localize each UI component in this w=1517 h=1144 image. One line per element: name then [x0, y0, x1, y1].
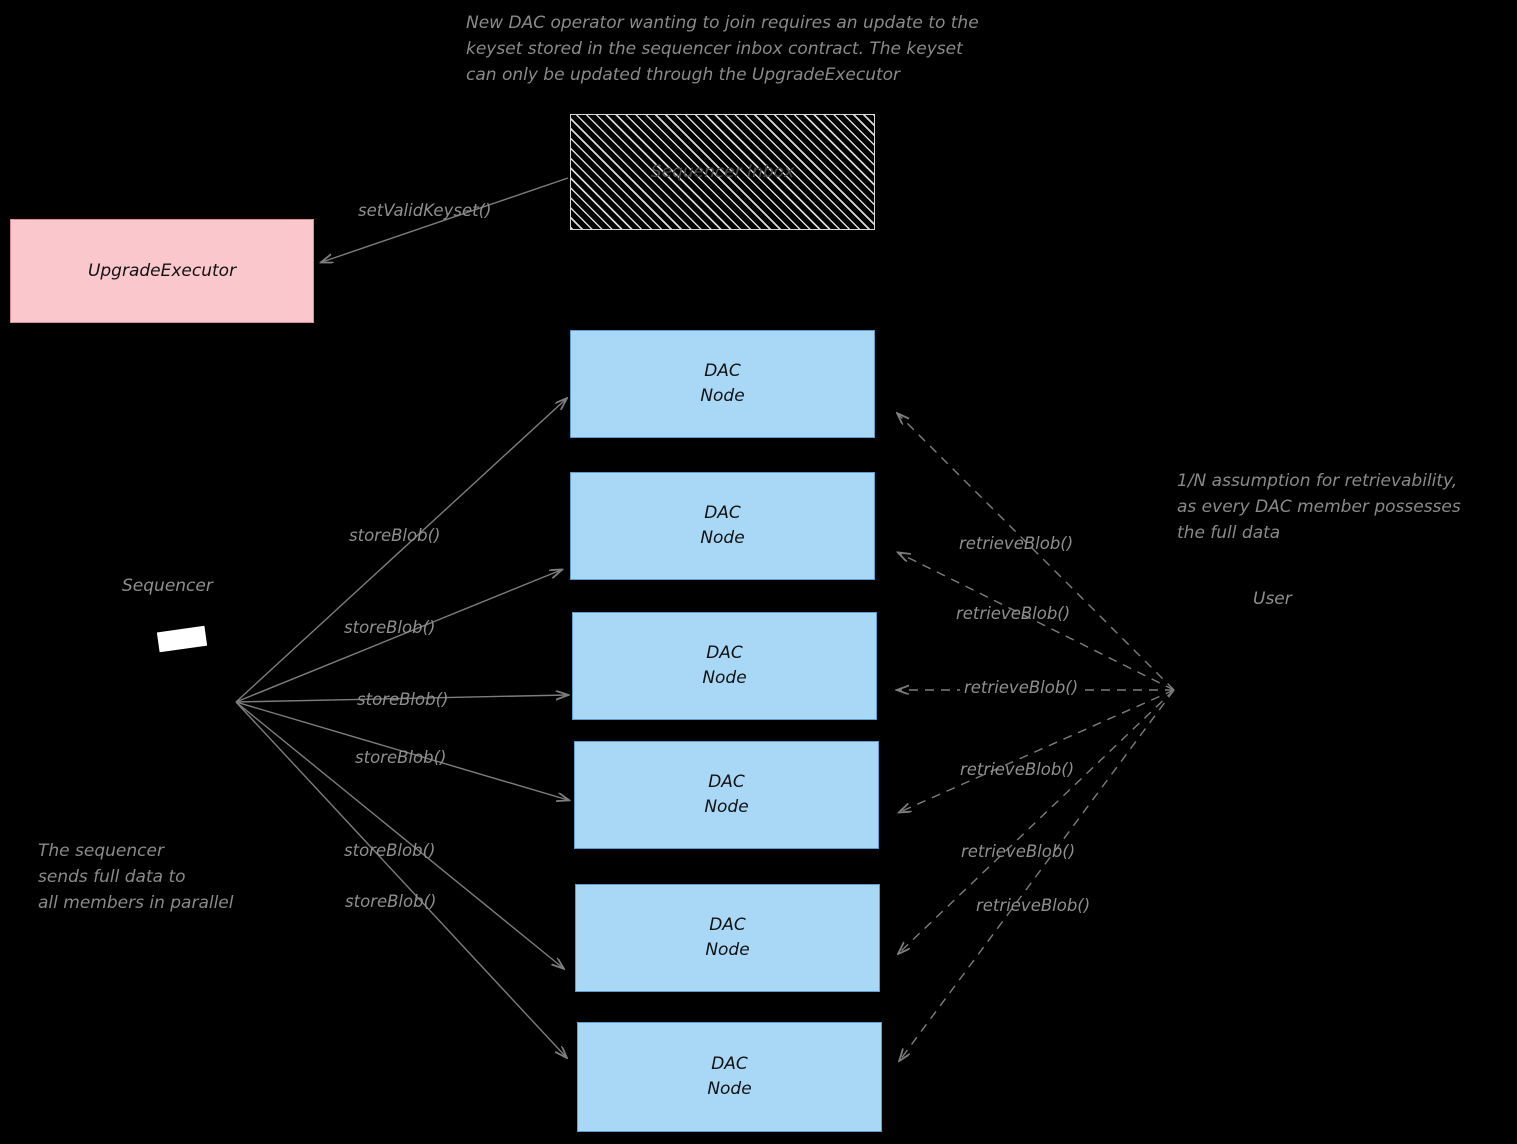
dac-node-box-5[interactable]: DAC Node [575, 884, 880, 992]
edge-label-store-blob-1: storeBlob() [349, 526, 441, 545]
dac-node-box-2[interactable]: DAC Node [570, 472, 875, 580]
edge-label-retrieve-blob-6: retrieveBlob() [976, 896, 1091, 915]
dac-node-box-1[interactable]: DAC Node [570, 330, 875, 438]
edge-set-valid-keyset [322, 177, 569, 262]
sequencer-actor-icon [156, 625, 208, 653]
edge-label-set-valid-keyset: setValidKeyset() [358, 201, 492, 220]
note-keyset: New DAC operator wanting to join require… [466, 13, 979, 85]
edge-label-retrieve-blob-2: retrieveBlob() [956, 604, 1071, 623]
edge-store-blob-1 [235, 399, 566, 703]
upgrade-executor-box[interactable]: UpgradeExecutor [10, 219, 314, 323]
edge-label-retrieve-blob-5: retrieveBlob() [961, 842, 1076, 861]
edge-label-retrieve-blob-1: retrieveBlob() [959, 534, 1074, 553]
sequencer-label: Sequencer [122, 576, 213, 596]
edge-retrieve-blob-4 [900, 689, 1175, 812]
sequencer-inbox-box[interactable]: Sequencer Inbox [570, 114, 875, 230]
edge-retrieve-blob-6 [900, 689, 1175, 1060]
edge-label-store-blob-3: storeBlob() [357, 690, 449, 709]
edge-label-store-blob-4: storeBlob() [355, 748, 447, 767]
dac-node-box-6[interactable]: DAC Node [577, 1022, 882, 1132]
dac-node-box-4[interactable]: DAC Node [574, 741, 879, 849]
note-sequencer: The sequencer sends full data to all mem… [38, 841, 234, 913]
edge-label-retrieve-blob-3: retrieveBlob() [960, 678, 1083, 697]
edge-store-blob-5 [235, 701, 563, 968]
edge-label-store-blob-6: storeBlob() [345, 892, 437, 911]
note-retrievability: 1/N assumption for retrievability, as ev… [1177, 471, 1461, 543]
user-label: User [1253, 589, 1292, 609]
edge-label-store-blob-5: storeBlob() [344, 841, 436, 860]
edge-label-store-blob-2: storeBlob() [344, 618, 436, 637]
edge-label-retrieve-blob-4: retrieveBlob() [960, 760, 1075, 779]
dac-node-box-3[interactable]: DAC Node [572, 612, 877, 720]
